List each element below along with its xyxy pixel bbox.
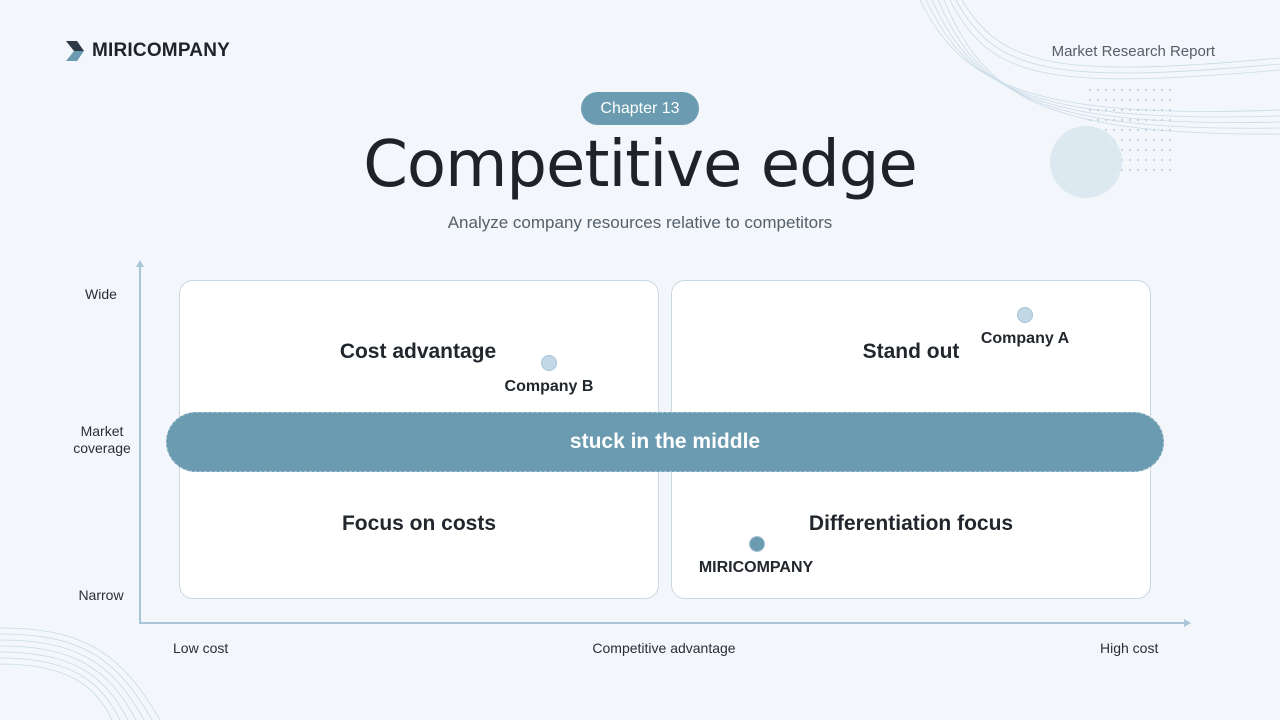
page-title: Competitive edge <box>363 128 918 202</box>
x-axis-label-low-cost: Low cost <box>173 640 229 656</box>
y-axis-arrow-icon <box>136 260 144 267</box>
miricompany-label: MIRICOMPANY <box>698 559 814 576</box>
quadrant-label-stand-out: Stand out <box>862 340 960 363</box>
decorative-wave-pattern-bottom <box>0 627 161 720</box>
company-b-marker[interactable] <box>541 355 557 371</box>
report-label: Market Research Report <box>1051 43 1215 60</box>
company-b-label: Company B <box>504 378 594 395</box>
quadrant-label-cost-advantage: Cost advantage <box>339 340 497 363</box>
decorative-wave-pattern-top <box>919 0 1280 198</box>
quadrant-label-focus-on-costs: Focus on costs <box>341 512 497 535</box>
quadrant-label-differentiation-focus: Differentiation focus <box>808 512 1014 535</box>
chapter-badge: Chapter 13 <box>581 92 699 125</box>
y-axis-label-wide: Wide <box>85 286 117 302</box>
page-subtitle: Analyze company resources relative to co… <box>447 213 833 232</box>
logo-icon <box>66 41 84 61</box>
middle-band-label: stuck in the middle <box>569 430 761 453</box>
x-axis-arrow-icon <box>1184 619 1191 627</box>
miricompany-marker[interactable] <box>749 536 765 552</box>
x-axis-label-competitive-advantage: Competitive advantage <box>592 640 736 656</box>
logo-text: MIRICOMPANY <box>92 40 231 61</box>
y-axis-line <box>139 264 141 624</box>
company-logo[interactable]: MIRICOMPANY <box>66 40 230 62</box>
y-axis-label-narrow: Narrow <box>78 587 124 603</box>
x-axis-line <box>139 622 1185 624</box>
company-a-label: Company A <box>980 330 1070 347</box>
y-axis-label-market-coverage: Market coverage <box>73 423 131 456</box>
x-axis-label-high-cost: High cost <box>1100 640 1159 656</box>
stuck-in-the-middle-band: stuck in the middle <box>166 412 1164 472</box>
company-a-marker[interactable] <box>1017 307 1033 323</box>
